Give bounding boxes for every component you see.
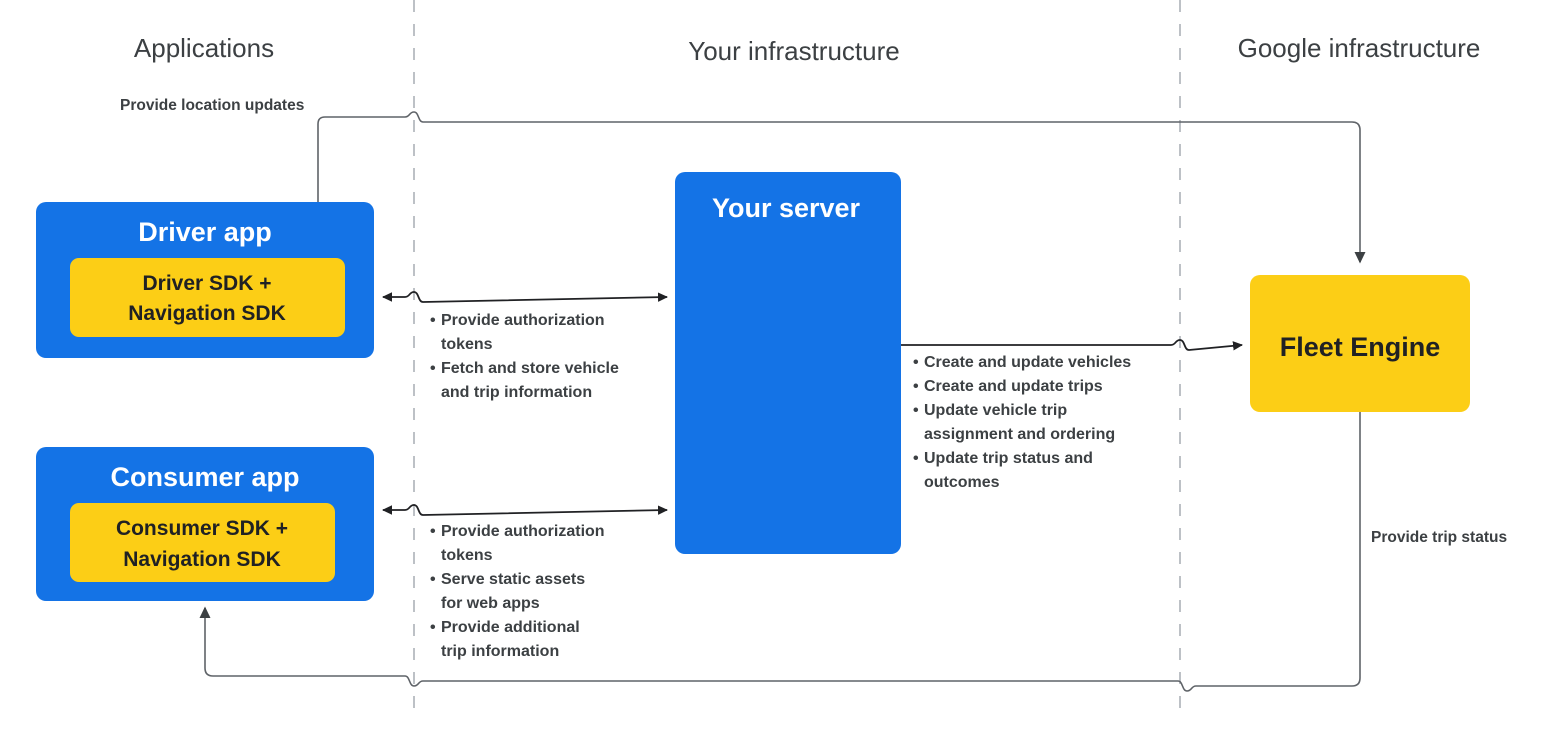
driver-sdk-line-1: Driver SDK +: [143, 272, 272, 295]
your-server-title: Your server: [712, 193, 861, 223]
zone-header-your-infrastructure: Your infrastructure: [688, 36, 899, 66]
bullet-marker: •: [430, 523, 436, 540]
bullet-line: and trip information: [441, 384, 592, 401]
flow-consumer-server-path: [382, 504, 668, 516]
driver-sdk-rect[interactable]: [70, 258, 345, 337]
flow-server-fleet-path: [901, 339, 1243, 351]
flow-consumer-server: [382, 504, 668, 516]
bullet-line: Create and update vehicles: [924, 354, 1131, 371]
consumer-sdk-rect[interactable]: [70, 503, 335, 582]
consumer-sdk-line-1: Consumer SDK +: [116, 517, 288, 540]
bullet-line: tokens: [441, 336, 493, 353]
bullet-line: for web apps: [441, 595, 540, 612]
fleet-engine-rect[interactable]: [1250, 275, 1470, 412]
zone-dividers: [413, 0, 1181, 720]
bullet-line: Serve static assets: [441, 571, 585, 588]
flow-location-updates-path: [317, 111, 1366, 288]
driver-app-title: Driver app: [138, 217, 272, 247]
your-server-rect[interactable]: [675, 172, 901, 554]
node-your-server[interactable]: Your server: [675, 172, 901, 554]
node-driver-app[interactable]: Driver app Driver SDK + Navigation SDK: [36, 202, 374, 358]
consumer-sdk-line-2: Navigation SDK: [123, 548, 281, 571]
flow-server-fleet: [901, 339, 1243, 351]
zone-header-google-infrastructure: Google infrastructure: [1238, 33, 1481, 63]
bullet-line: assignment and ordering: [924, 426, 1115, 443]
bullet-marker: •: [913, 378, 919, 395]
node-consumer-app[interactable]: Consumer app Consumer SDK + Navigation S…: [36, 447, 374, 601]
bullet-marker: •: [913, 402, 919, 419]
bullet-line: Fetch and store vehicle: [441, 360, 619, 377]
bullet-marker: •: [913, 450, 919, 467]
bullet-marker: •: [913, 354, 919, 371]
zone-headers: Applications Your infrastructure Google …: [134, 33, 1481, 66]
consumer-app-title: Consumer app: [110, 462, 299, 492]
bullet-marker: •: [430, 312, 436, 329]
flow-trip-status: Provide trip status: [199, 412, 1507, 692]
fleet-engine-title: Fleet Engine: [1280, 332, 1441, 362]
bullet-line: Update trip status and: [924, 450, 1093, 467]
bullet-line: Create and update trips: [924, 378, 1103, 395]
bullets-consumer-to-server: • Provide authorization tokens • Serve s…: [430, 523, 605, 660]
bullet-marker: •: [430, 360, 436, 377]
bullets-server-to-fleet: • Create and update vehicles • Create an…: [913, 354, 1131, 491]
label-provide-trip-status: Provide trip status: [1371, 529, 1507, 546]
flow-driver-server: [382, 291, 668, 303]
flow-driver-server-path: [382, 291, 668, 303]
bullet-marker: •: [430, 571, 436, 588]
flow-trip-status-path: [199, 412, 1361, 692]
flow-location-updates: Provide location updates: [120, 97, 1366, 288]
bullet-line: Provide authorization: [441, 312, 605, 329]
node-fleet-engine[interactable]: Fleet Engine: [1250, 275, 1470, 412]
bullet-line: trip information: [441, 643, 559, 660]
bullet-line: Update vehicle trip: [924, 402, 1067, 419]
bullet-marker: •: [430, 619, 436, 636]
bullet-line: outcomes: [924, 474, 1000, 491]
driver-sdk-line-2: Navigation SDK: [128, 302, 286, 325]
bullet-line: tokens: [441, 547, 493, 564]
zone-header-applications: Applications: [134, 33, 274, 63]
bullets-driver-to-server: • Provide authorization tokens • Fetch a…: [430, 312, 619, 401]
bullet-line: Provide authorization: [441, 523, 605, 540]
bullet-line: Provide additional: [441, 619, 580, 636]
label-provide-location-updates: Provide location updates: [120, 97, 304, 114]
